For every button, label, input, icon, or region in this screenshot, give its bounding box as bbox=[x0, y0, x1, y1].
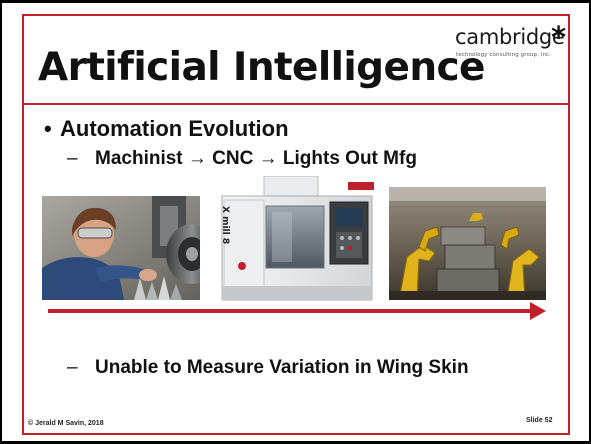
cambridge-logo: cambridge * technology consulting group,… bbox=[448, 20, 578, 58]
footer-copyright: © Jerald M Savin, 2018 bbox=[28, 420, 104, 427]
slide-title: Artificial Intelligence bbox=[38, 45, 485, 90]
sub-bullet-wing-skin: –Unable to Measure Variation in Wing Ski… bbox=[67, 357, 469, 379]
bullet-marker: • bbox=[44, 116, 52, 141]
bullet-text: Automation Evolution bbox=[60, 116, 289, 141]
logo-tagline: technology consulting group, inc. bbox=[456, 52, 552, 58]
footer-slide-number: Slide 52 bbox=[526, 417, 553, 424]
sub-bullet-text: Machinist → CNC → Lights Out Mfg bbox=[95, 148, 417, 169]
right-arrow-icon bbox=[530, 302, 546, 320]
bullet-automation-evolution: • Automation Evolution bbox=[44, 116, 289, 142]
progression-arrow-line bbox=[48, 309, 534, 313]
sub-bullet-machinist-cnc: –Machinist → CNC → Lights Out Mfg bbox=[67, 148, 417, 170]
logo-asterisk: * bbox=[551, 20, 567, 54]
sub-bullet-text: Unable to Measure Variation in Wing Skin bbox=[95, 357, 469, 378]
logo-wordmark: cambridge bbox=[455, 25, 565, 49]
title-divider bbox=[23, 103, 569, 105]
cnc-machine-label: X mill 8 bbox=[220, 206, 230, 245]
robotic-assembly-line-photo bbox=[389, 187, 546, 300]
sub-bullet-marker: – bbox=[67, 148, 78, 169]
cnc-machine-photo: X mill 8 bbox=[200, 176, 390, 304]
sub-bullet-marker: – bbox=[67, 357, 78, 378]
slide-content-border bbox=[22, 14, 570, 435]
